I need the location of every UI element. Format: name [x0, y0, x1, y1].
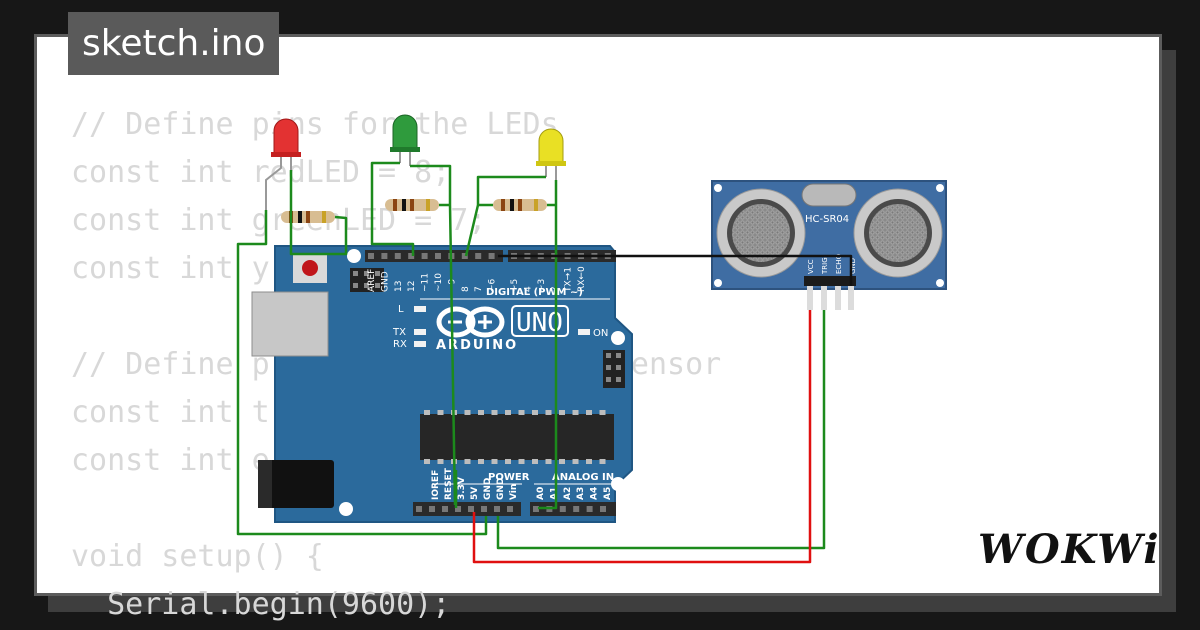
wire-green-yellow-resistor [538, 180, 558, 510]
red-led[interactable] [265, 118, 301, 210]
pin-label: ~3 [537, 279, 547, 292]
brand-label: ARDUINO [436, 338, 518, 353]
power-jack [262, 460, 334, 508]
power-pin-label: GND [483, 478, 493, 500]
sensor-name: HC-SR04 [805, 214, 849, 225]
led-l-indicator [414, 306, 426, 312]
power-header [413, 502, 521, 516]
sketch-title: sketch.ino [68, 12, 280, 75]
analog-pin-label: A2 [563, 487, 573, 500]
crystal [801, 183, 857, 207]
analog-header [530, 502, 616, 516]
power-pin-label: Vin [509, 484, 519, 500]
power-pin-label: RESET [444, 467, 454, 500]
arduino-uno-board[interactable]: L TX RX ON DIGITAL (PWM ~) POWER ANALOG … [251, 245, 633, 523]
label-rx: RX [393, 339, 407, 350]
led-rx-indicator [414, 341, 426, 347]
analog-pin-label: A1 [549, 487, 559, 500]
power-pin-label: 5V [470, 487, 480, 500]
label-on: ON [593, 328, 608, 339]
pin-label: ~10 [434, 273, 444, 292]
pin-label: GND [380, 271, 390, 292]
sensor-header [804, 276, 856, 286]
wire-green-trig [454, 203, 556, 508]
digital-label: DIGITAL (PWM ~) [486, 287, 583, 298]
wire-green-red-led-resistor [289, 170, 348, 256]
sensor-pin-label: ECHO [835, 253, 843, 274]
pin-label: 7 [474, 286, 484, 292]
code-background: // Define pins for the LEDs const int red… [71, 101, 721, 629]
pin-label: ~5 [510, 279, 520, 292]
label-l: L [398, 304, 404, 315]
analog-label: ANALOG IN [552, 472, 614, 483]
sensor-pin-label: TRIG [821, 257, 829, 275]
code-line: const int t [71, 395, 270, 430]
pin-label: AREF [367, 269, 377, 292]
wire-red-vcc [472, 310, 812, 564]
code-line: Serial.begin(9600); [71, 587, 451, 622]
power-pin-label: GND [496, 478, 506, 500]
wire-green-red-led [236, 210, 488, 536]
power-pin-label: 3.3V [457, 477, 467, 500]
atmega-chip [420, 414, 614, 460]
pin-label: TX→1 [564, 267, 574, 293]
pin-label: ~11 [421, 273, 431, 292]
yellow-led[interactable] [536, 128, 566, 180]
led-on-indicator [578, 329, 590, 335]
code-line: // Define pins for the LEDs [71, 107, 559, 142]
code-line: const int e [71, 443, 270, 478]
code-line: const int redLED = 8; [71, 155, 451, 190]
power-label: POWER [488, 472, 530, 483]
hc-sr04-sensor[interactable]: HC-SR04 VCC TRIG ECHO GND [711, 180, 947, 290]
pin-label: 13 [394, 281, 404, 292]
pin-label: 4 [523, 286, 533, 292]
wire-green-led-cathode [370, 161, 415, 256]
label-tx: TX [392, 327, 406, 338]
wire-green-echo [496, 310, 826, 550]
pin-label: 12 [407, 281, 417, 292]
resistor-red-led[interactable] [281, 211, 335, 223]
green-led[interactable] [390, 114, 420, 166]
analog-pin-label: A3 [576, 487, 586, 500]
power-pin-label: IOREF [431, 470, 441, 500]
pin-label: ~6 [488, 278, 498, 292]
resistor-green-led[interactable] [385, 199, 439, 211]
analog-pin-label: A5 [603, 487, 613, 500]
pin-label: 8 [461, 286, 471, 292]
wokwi-logo: WOKWi [978, 526, 1161, 573]
sensor-pin-label: VCC [807, 259, 815, 274]
wire-green-yellow-led [464, 175, 546, 257]
led-tx-indicator [414, 329, 426, 335]
arduino-infinity-icon [436, 306, 505, 338]
analog-pin-label: A0 [536, 487, 546, 500]
resistor-yellow-led[interactable] [493, 199, 547, 211]
sensor-pin-label: GND [849, 258, 857, 274]
wire-green-led-resistor [410, 164, 457, 506]
code-line: const int y [71, 251, 270, 286]
pin-label: RX←0 [577, 266, 587, 292]
code-line: void setup() { [71, 539, 324, 574]
usb-port [251, 291, 329, 357]
analog-pin-label: A4 [590, 487, 600, 500]
